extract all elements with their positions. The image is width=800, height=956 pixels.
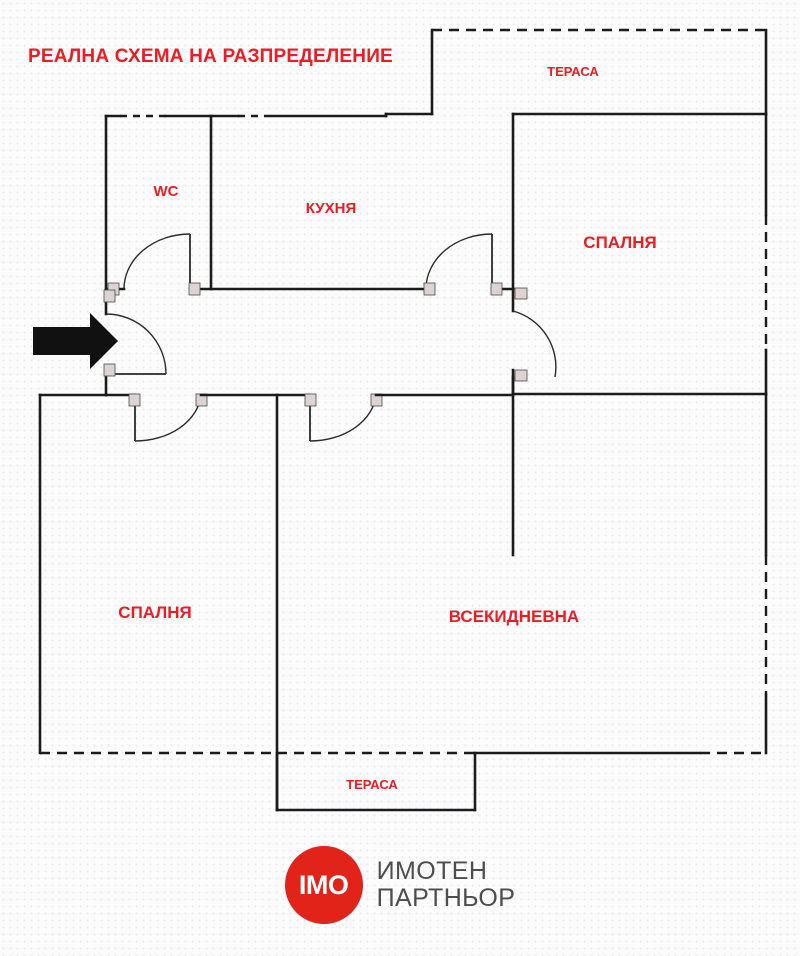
- room-label-bedroom-top: СПАЛНЯ: [583, 233, 656, 252]
- door-arc-kitchen: [425, 233, 493, 290]
- door-jamb-kitchen-right: [490, 282, 503, 296]
- door-arc-bedroom-top: [512, 310, 557, 378]
- door-jamb-wc-right: [188, 282, 201, 296]
- door-jamb-bedroom-top-lower: [514, 369, 528, 382]
- logo-word-line2: ПАРТНЬОР: [376, 884, 516, 912]
- door-jamb-bedroom-top-upper: [514, 287, 528, 300]
- page-title: РЕАЛНА СХЕМА НА РАЗПРЕДЕЛЕНИЕ: [28, 46, 393, 67]
- room-label-living-room: ВСЕКИДНЕВНА: [449, 607, 579, 626]
- door-jamb-bedroom-left-a: [128, 393, 141, 407]
- room-label-wc: WC: [154, 183, 179, 200]
- door-jamb-living-a: [304, 393, 317, 407]
- company-logo: IMO ИМОТЕН ПАРТНЬОР: [0, 846, 800, 924]
- door-jamb-entry-upper: [103, 289, 116, 303]
- door-jamb-kitchen-left: [423, 282, 436, 296]
- room-label-terrace-top: ТЕРАСА: [547, 64, 599, 79]
- door-arc-bedroom-left: [134, 394, 202, 442]
- door-arc-living: [309, 394, 377, 442]
- door-jamb-entry-lower: [103, 363, 116, 377]
- room-label-bedroom-left: СПАЛНЯ: [118, 603, 191, 622]
- floorplan-drawing: ТЕРАСА WC КУХНЯ СПАЛНЯ СПАЛНЯ ВСЕКИДНЕВН…: [33, 28, 768, 812]
- room-label-terrace-bottom: ТЕРАСА: [346, 777, 398, 792]
- entrance-arrow: [33, 313, 118, 369]
- logo-wordmark: ИМОТЕН ПАРТНЬОР: [377, 858, 516, 912]
- room-label-kitchen: КУХНЯ: [306, 200, 356, 217]
- logo-mark-text: IMO: [298, 869, 349, 900]
- logo-word-line1: ИМОТЕН: [376, 857, 488, 885]
- door-arc-entry: [105, 313, 167, 375]
- door-arc-wc: [123, 233, 191, 290]
- logo-mark-circle: IMO: [284, 846, 363, 924]
